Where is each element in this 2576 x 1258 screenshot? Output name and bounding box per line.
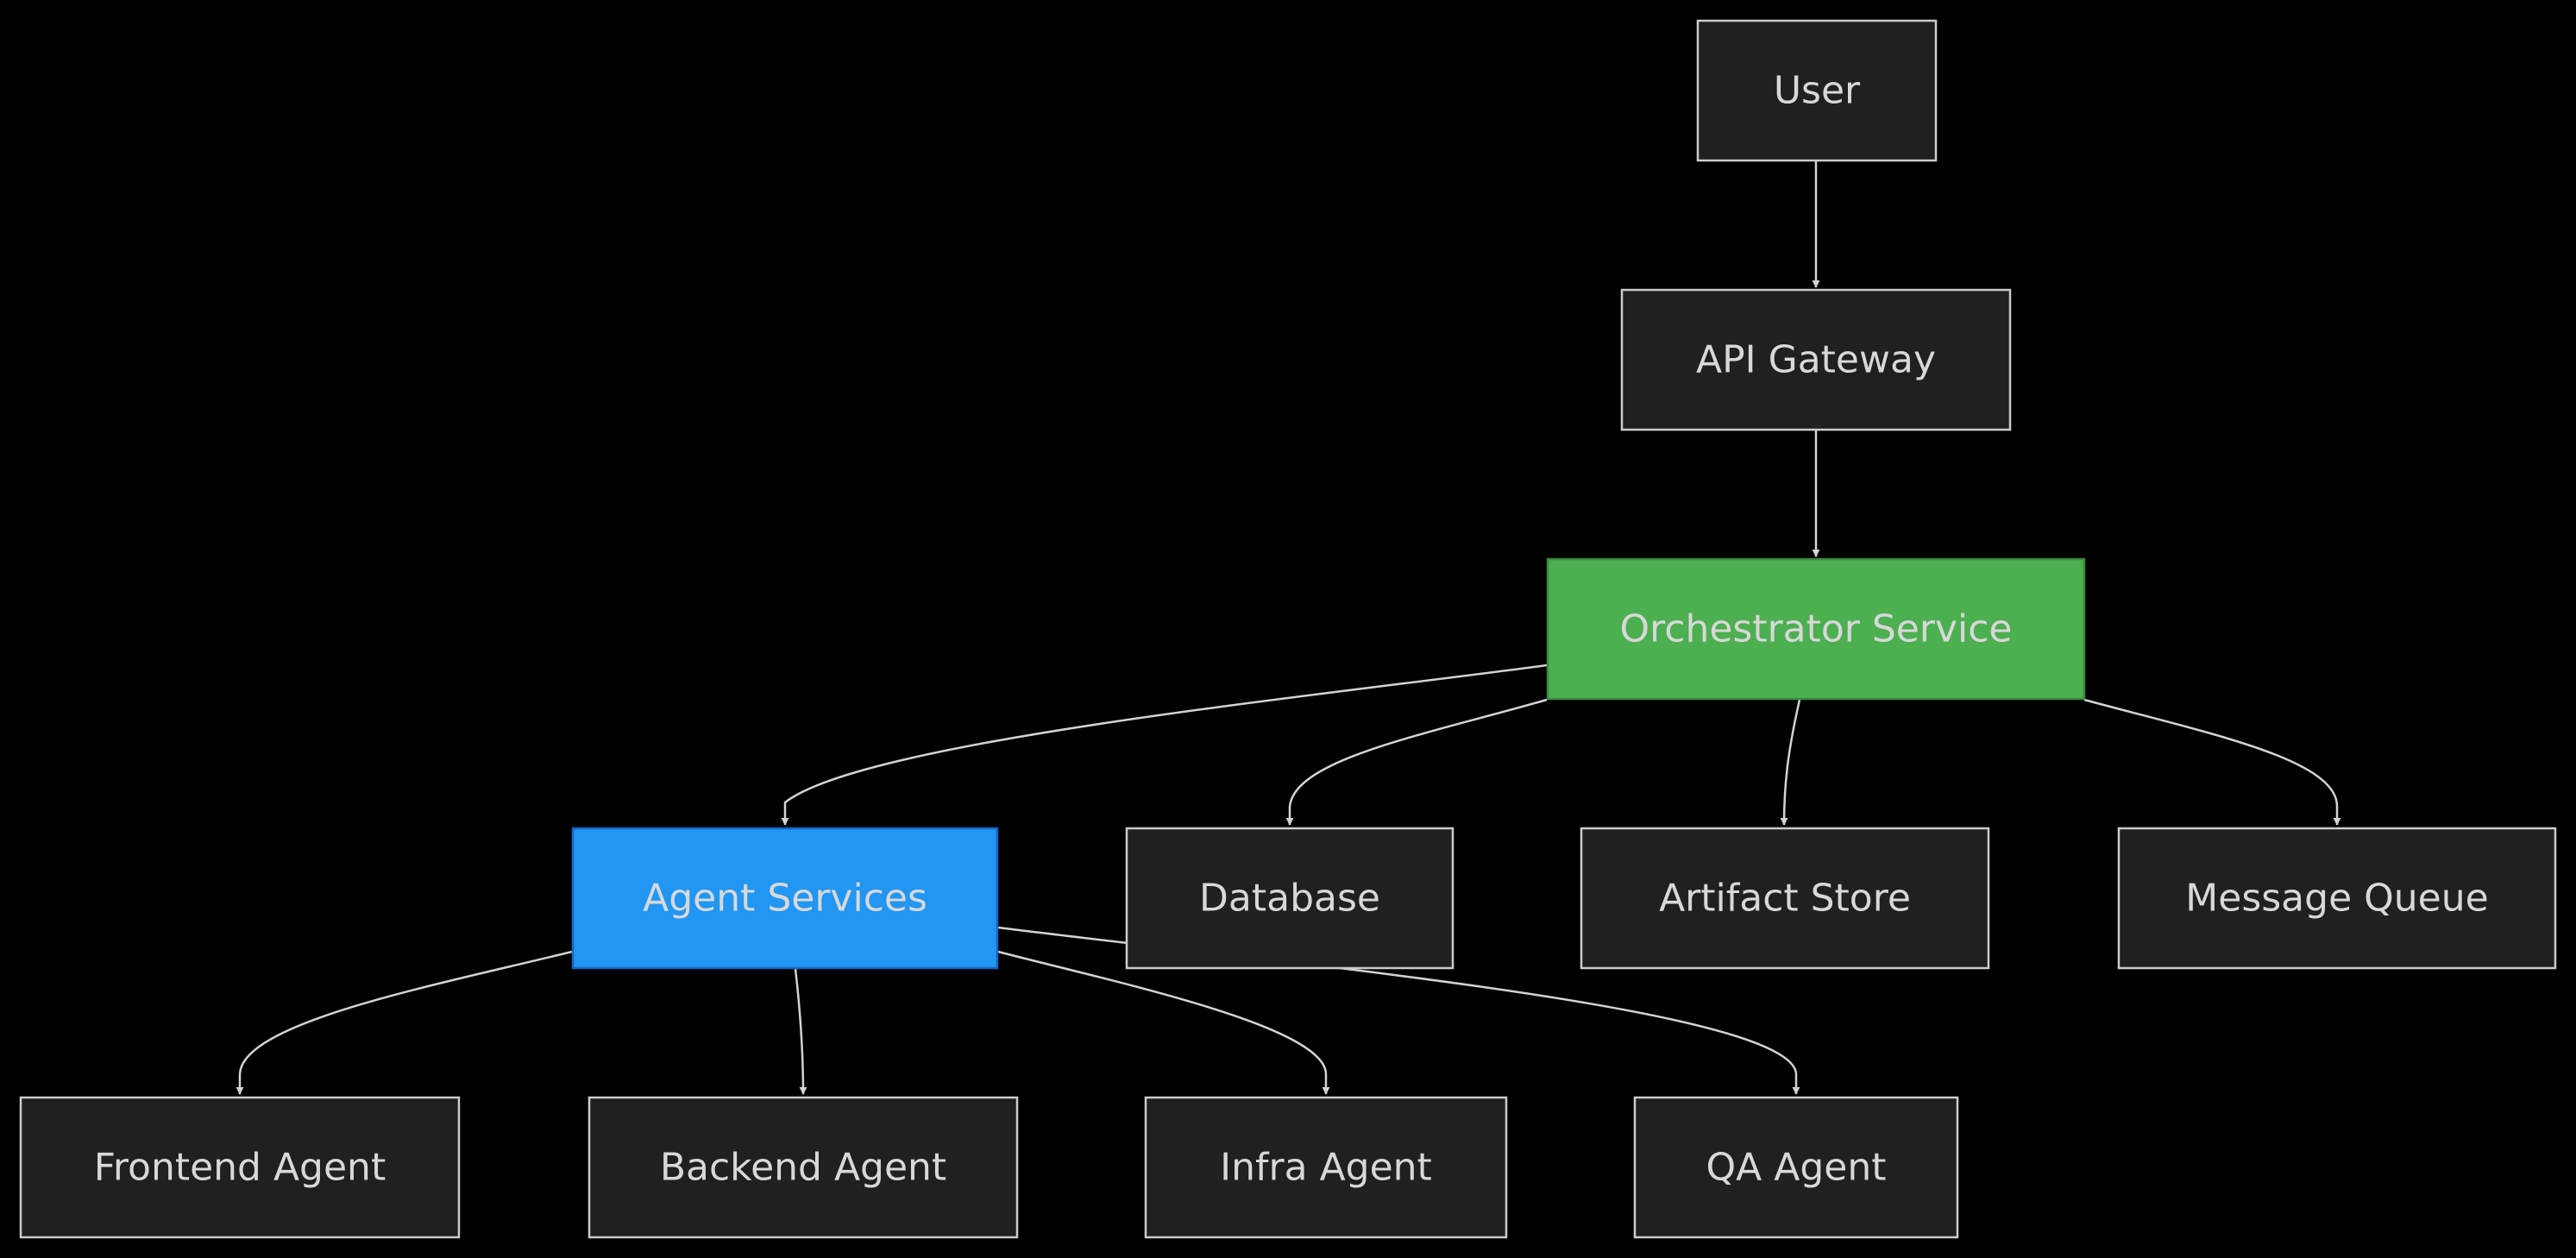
node-database-label: Database [1199,877,1380,921]
edge-agent-services-to-frontend-agent [236,950,573,1095]
node-frontend-agent-label: Frontend Agent [94,1146,386,1190]
node-qa-agent: QA Agent [1633,1096,1959,1239]
node-artifact-store-label: Artifact Store [1659,877,1911,921]
edge-agent-services-to-backend-agent [794,968,807,1095]
node-user: User [1696,19,1938,162]
node-frontend-agent: Frontend Agent [19,1096,461,1239]
edge-orchestrator-to-message-queue [2083,698,2341,826]
node-infra-agent: Infra Agent [1144,1096,1508,1239]
node-qa-agent-label: QA Agent [1706,1146,1887,1190]
node-infra-agent-label: Infra Agent [1220,1146,1432,1190]
node-agent-services-label: Agent Services [643,877,927,921]
edge-orchestrator-to-database [1285,698,1548,826]
edge-orchestrator-to-artifact-store [1780,699,1801,826]
node-user-label: User [1774,69,1861,113]
node-api-gateway-label: API Gateway [1696,338,1936,382]
node-api-gateway: API Gateway [1620,288,2012,431]
node-orchestrator-service: Orchestrator Service [1546,557,2086,701]
node-backend-agent: Backend Agent [587,1096,1019,1239]
edge-orchestrator-to-agent-services [781,664,1548,826]
node-database: Database [1125,827,1454,970]
node-artifact-store: Artifact Store [1580,827,1990,970]
edge-agent-services-to-infra-agent [997,950,1330,1095]
node-agent-services: Agent Services [571,827,999,970]
node-message-queue: Message Queue [2117,827,2557,970]
node-message-queue-label: Message Queue [2185,877,2488,921]
node-orchestrator-service-label: Orchestrator Service [1620,607,2013,651]
node-backend-agent-label: Backend Agent [660,1146,946,1190]
